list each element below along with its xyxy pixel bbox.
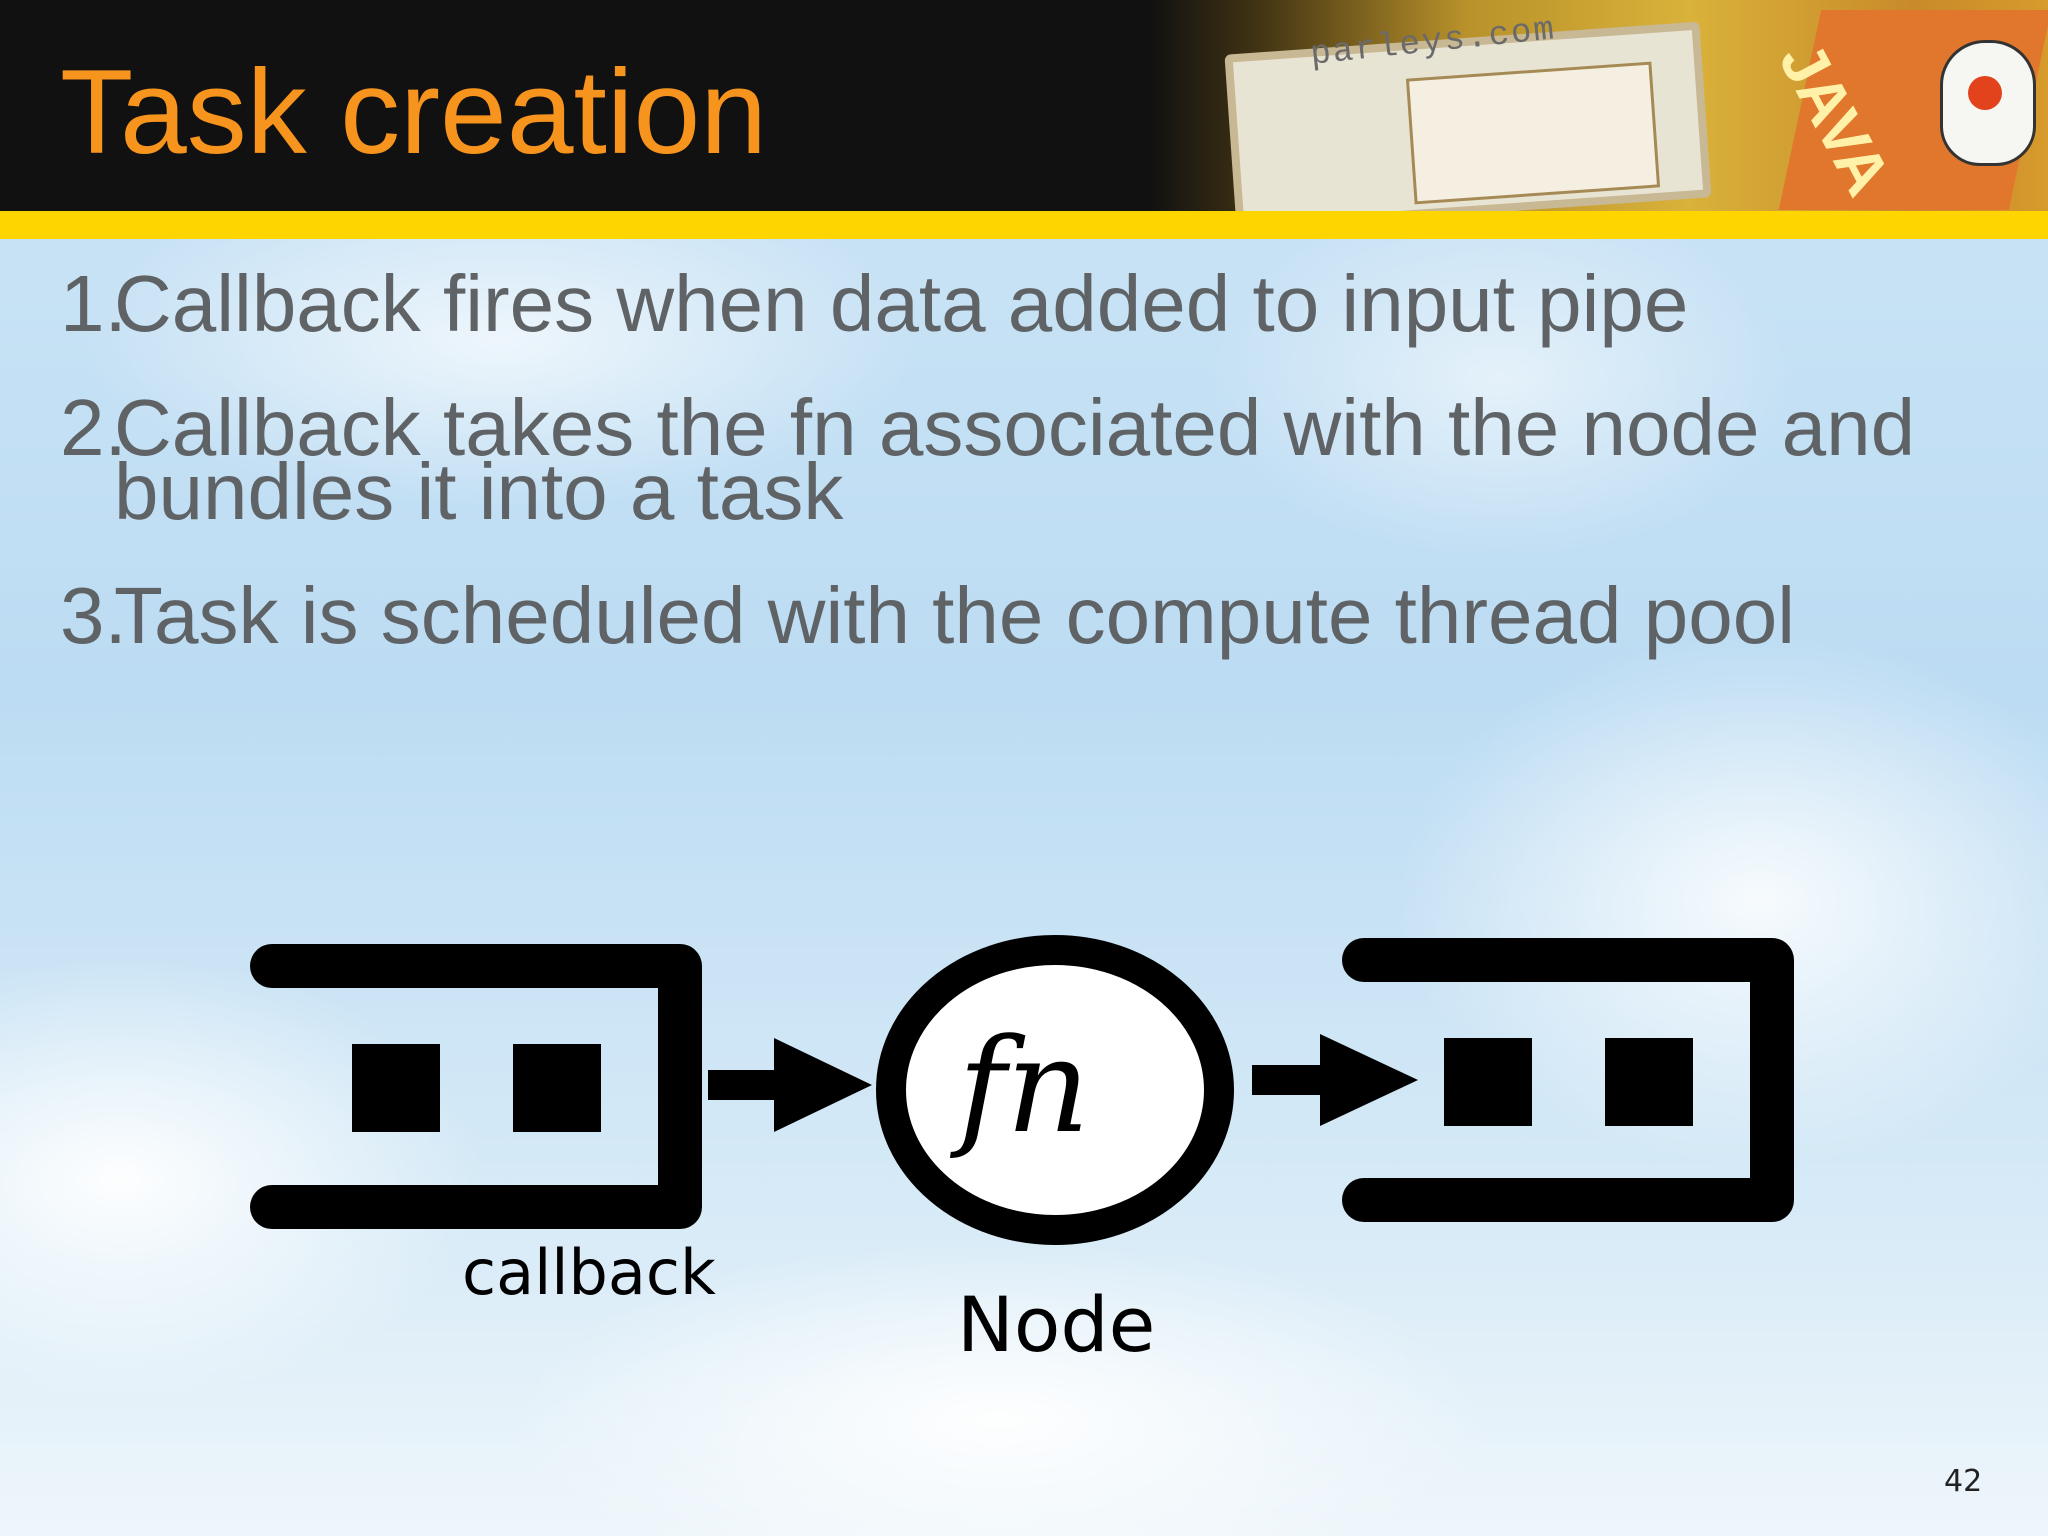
node-label: Node <box>957 1280 1156 1369</box>
bullet-number: 2. <box>60 383 127 472</box>
duke-mascot-icon <box>1940 40 2036 166</box>
callback-label: callback <box>462 1236 716 1309</box>
arrow-to-node-head-icon <box>774 1038 872 1132</box>
page-number: 42 <box>1944 1464 1983 1499</box>
input-pipe-item <box>513 1044 601 1132</box>
bullet-list: 1. Callback fires when data added to inp… <box>60 259 2020 708</box>
input-pipe-shape <box>250 944 702 1229</box>
bullet-text: Callback fires when data added to input … <box>114 259 1689 348</box>
node-function-label: fn <box>958 1010 1090 1162</box>
output-pipe-item <box>1605 1038 1693 1126</box>
node-circle <box>876 935 1234 1245</box>
slide-title: Task creation <box>60 45 767 179</box>
accent-bar <box>0 211 2048 239</box>
bullet-item: 1. Callback fires when data added to inp… <box>60 259 2020 348</box>
bullet-text: Callback takes the fn associated with th… <box>114 383 1916 536</box>
duke-nose-icon <box>1968 76 2002 110</box>
input-pipe-item <box>352 1044 440 1132</box>
bullet-text: Task is scheduled with the compute threa… <box>114 571 1795 660</box>
output-pipe-item <box>1444 1038 1532 1126</box>
bullet-item: 2. Callback takes the fn associated with… <box>60 383 2020 536</box>
bullet-number: 1. <box>60 259 127 348</box>
bullet-number: 3. <box>60 571 127 660</box>
output-pipe-shape <box>1342 938 1794 1222</box>
bullet-item: 3. Task is scheduled with the compute th… <box>60 571 2020 660</box>
arrow-from-node-head-icon <box>1320 1034 1418 1126</box>
